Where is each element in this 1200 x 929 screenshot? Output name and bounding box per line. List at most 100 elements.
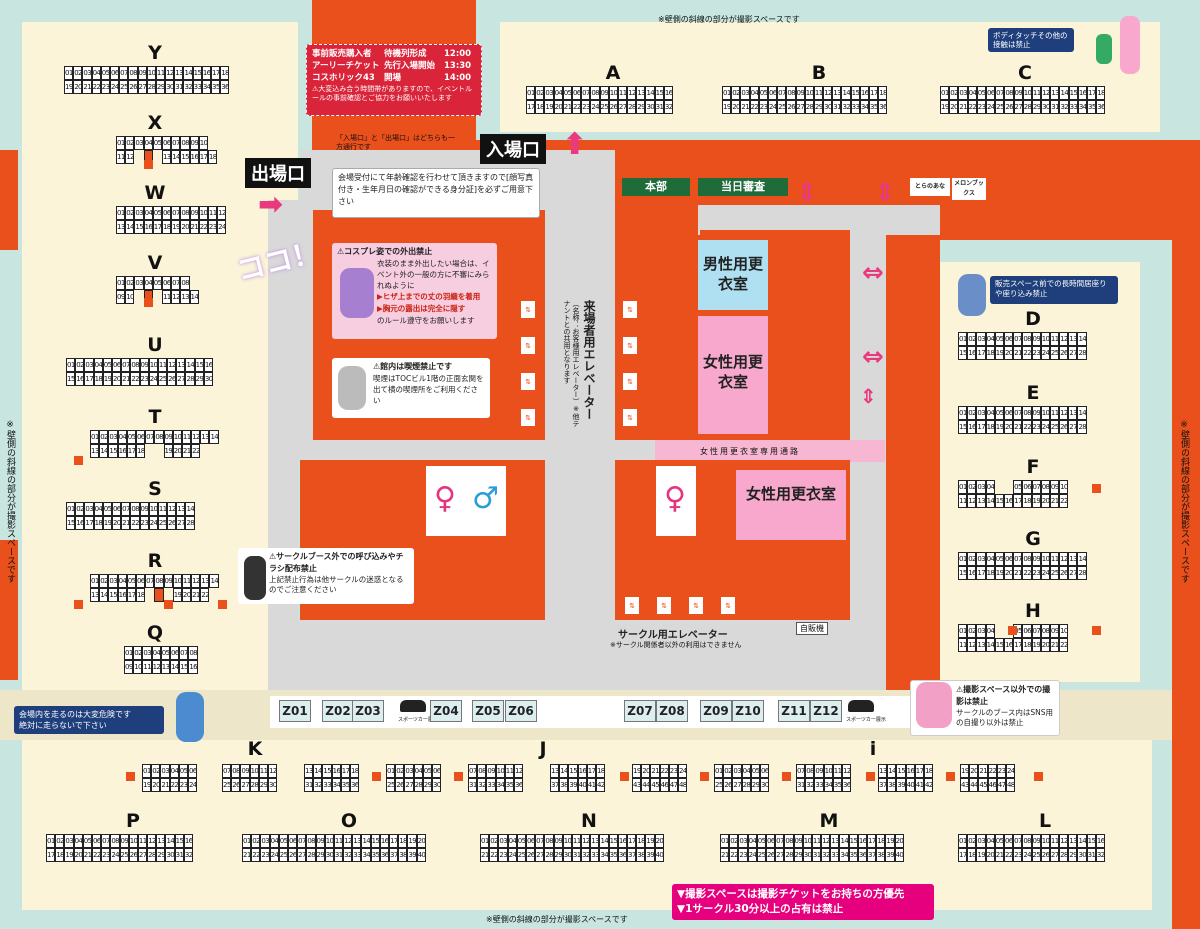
- booth-z08[interactable]: Z08: [656, 700, 688, 722]
- booth-s-19[interactable]: 19: [102, 516, 112, 530]
- booth-u-06[interactable]: 06: [111, 358, 122, 372]
- booth-v-11[interactable]: 11: [161, 290, 172, 304]
- booth-z04[interactable]: Z04: [430, 700, 462, 722]
- booth-k-2-11[interactable]: 11: [258, 764, 268, 778]
- booth-k-2-07[interactable]: 07: [222, 764, 232, 778]
- booth-d-19[interactable]: 19: [994, 346, 1004, 360]
- booth-h-10[interactable]: 10: [1059, 624, 1069, 638]
- booth-d-03[interactable]: 03: [976, 332, 986, 346]
- booth-g-21[interactable]: 21: [1013, 566, 1023, 580]
- booth-e-18[interactable]: 18: [985, 420, 995, 434]
- booth-s-01[interactable]: 01: [66, 502, 76, 516]
- booth-s-04[interactable]: 04: [93, 502, 103, 516]
- booth-x-08[interactable]: 08: [180, 136, 190, 150]
- booth-u-04[interactable]: 04: [93, 358, 103, 372]
- booth-m-04[interactable]: 04: [747, 834, 757, 848]
- booth-q-10[interactable]: 10: [133, 660, 143, 674]
- booth-r-03[interactable]: 03: [108, 574, 118, 588]
- booth-a-03[interactable]: 03: [544, 86, 554, 100]
- booth-r-05[interactable]: 05: [126, 574, 136, 588]
- booth-z09[interactable]: Z09: [700, 700, 732, 722]
- booth-n-31[interactable]: 31: [571, 848, 582, 862]
- booth-y-27[interactable]: 27: [137, 80, 147, 94]
- booth-p-29[interactable]: 29: [156, 848, 166, 862]
- booth-c-01[interactable]: 01: [940, 86, 950, 100]
- booth-k-3-34[interactable]: 34: [331, 778, 341, 792]
- booth-q-02[interactable]: 02: [133, 646, 143, 660]
- booth-i-1-05[interactable]: 05: [750, 764, 760, 778]
- booth-j-1-05[interactable]: 05: [422, 764, 432, 778]
- booth-k-3-15[interactable]: 15: [322, 764, 332, 778]
- booth-m-07[interactable]: 07: [775, 834, 785, 848]
- booth-a-10[interactable]: 10: [608, 86, 618, 100]
- booth-u-13[interactable]: 13: [176, 358, 186, 372]
- booth-a-30[interactable]: 30: [645, 100, 655, 114]
- booth-k-1-06[interactable]: 06: [187, 764, 198, 778]
- booth-p-12[interactable]: 12: [147, 834, 157, 848]
- booth-f-16[interactable]: 16: [1003, 494, 1014, 508]
- booth-a-07[interactable]: 07: [581, 86, 591, 100]
- booth-w-18[interactable]: 18: [161, 220, 172, 234]
- booth-k-1-01[interactable]: 01: [142, 764, 152, 778]
- booth-b-36[interactable]: 36: [878, 100, 888, 114]
- booth-r-22[interactable]: 22: [200, 588, 210, 602]
- booth-c-28[interactable]: 28: [1022, 100, 1032, 114]
- booth-s-20[interactable]: 20: [111, 516, 122, 530]
- booth-q-12[interactable]: 12: [151, 660, 161, 674]
- booth-n-33[interactable]: 33: [590, 848, 600, 862]
- booth-p-14[interactable]: 14: [165, 834, 175, 848]
- booth-d-01[interactable]: 01: [958, 332, 968, 346]
- booth-a-11[interactable]: 11: [617, 86, 628, 100]
- booth-j-1-29[interactable]: 29: [422, 778, 432, 792]
- booth-n-12[interactable]: 12: [581, 834, 591, 848]
- booth-u-18[interactable]: 18: [93, 372, 103, 386]
- booth-w-08[interactable]: 08: [180, 206, 190, 220]
- booth-u-19[interactable]: 19: [102, 372, 112, 386]
- booth-z01[interactable]: Z01: [279, 700, 311, 722]
- booth-n-22[interactable]: 22: [489, 848, 499, 862]
- booth-l-29[interactable]: 29: [1068, 848, 1078, 862]
- booth-o-04[interactable]: 04: [269, 834, 279, 848]
- booth-m-17[interactable]: 17: [867, 834, 877, 848]
- booth-o-09[interactable]: 09: [315, 834, 325, 848]
- booth-y-34[interactable]: 34: [201, 80, 211, 94]
- booth-f-07[interactable]: 07: [1031, 480, 1041, 494]
- booth-b-26[interactable]: 26: [786, 100, 796, 114]
- booth-s-23[interactable]: 23: [139, 516, 149, 530]
- booth-c-17[interactable]: 17: [1087, 86, 1097, 100]
- booth-r-18[interactable]: 18: [135, 588, 146, 602]
- booth-i-3-14[interactable]: 14: [887, 764, 897, 778]
- booth-n-38[interactable]: 38: [636, 848, 646, 862]
- booth-o-27[interactable]: 27: [297, 848, 307, 862]
- booth-a-04[interactable]: 04: [553, 86, 563, 100]
- booth-b-09[interactable]: 09: [795, 86, 805, 100]
- booth-q-01[interactable]: 01: [124, 646, 134, 660]
- booth-l-26[interactable]: 26: [1040, 848, 1050, 862]
- booth-u-14[interactable]: 14: [185, 358, 195, 372]
- booth-y-04[interactable]: 04: [91, 66, 101, 80]
- booth-u-15[interactable]: 15: [66, 372, 76, 386]
- booth-k-2-25[interactable]: 25: [222, 778, 232, 792]
- booth-b-32[interactable]: 32: [841, 100, 851, 114]
- booth-i-2-09[interactable]: 09: [814, 764, 824, 778]
- booth-f-14[interactable]: 14: [985, 494, 995, 508]
- booth-y-19[interactable]: 19: [64, 80, 74, 94]
- booth-c-23[interactable]: 23: [976, 100, 986, 114]
- booth-v-04[interactable]: 04: [143, 276, 153, 290]
- booth-i-2-33[interactable]: 33: [814, 778, 824, 792]
- booth-p-24[interactable]: 24: [110, 848, 120, 862]
- booth-f-13[interactable]: 13: [976, 494, 986, 508]
- booth-l-16[interactable]: 16: [1095, 834, 1105, 848]
- booth-m-06[interactable]: 06: [765, 834, 776, 848]
- booth-m-18[interactable]: 18: [876, 834, 886, 848]
- booth-o-01[interactable]: 01: [242, 834, 252, 848]
- booth-i-3-17[interactable]: 17: [914, 764, 924, 778]
- booth-x-01[interactable]: 01: [116, 136, 126, 150]
- booth-a-14[interactable]: 14: [645, 86, 655, 100]
- booth-p-18[interactable]: 18: [55, 848, 65, 862]
- booth-g-13[interactable]: 13: [1068, 552, 1078, 566]
- booth-k-1-04[interactable]: 04: [169, 764, 179, 778]
- booth-k-3-31[interactable]: 31: [304, 778, 314, 792]
- booth-q-04[interactable]: 04: [151, 646, 161, 660]
- booth-o-19[interactable]: 19: [407, 834, 417, 848]
